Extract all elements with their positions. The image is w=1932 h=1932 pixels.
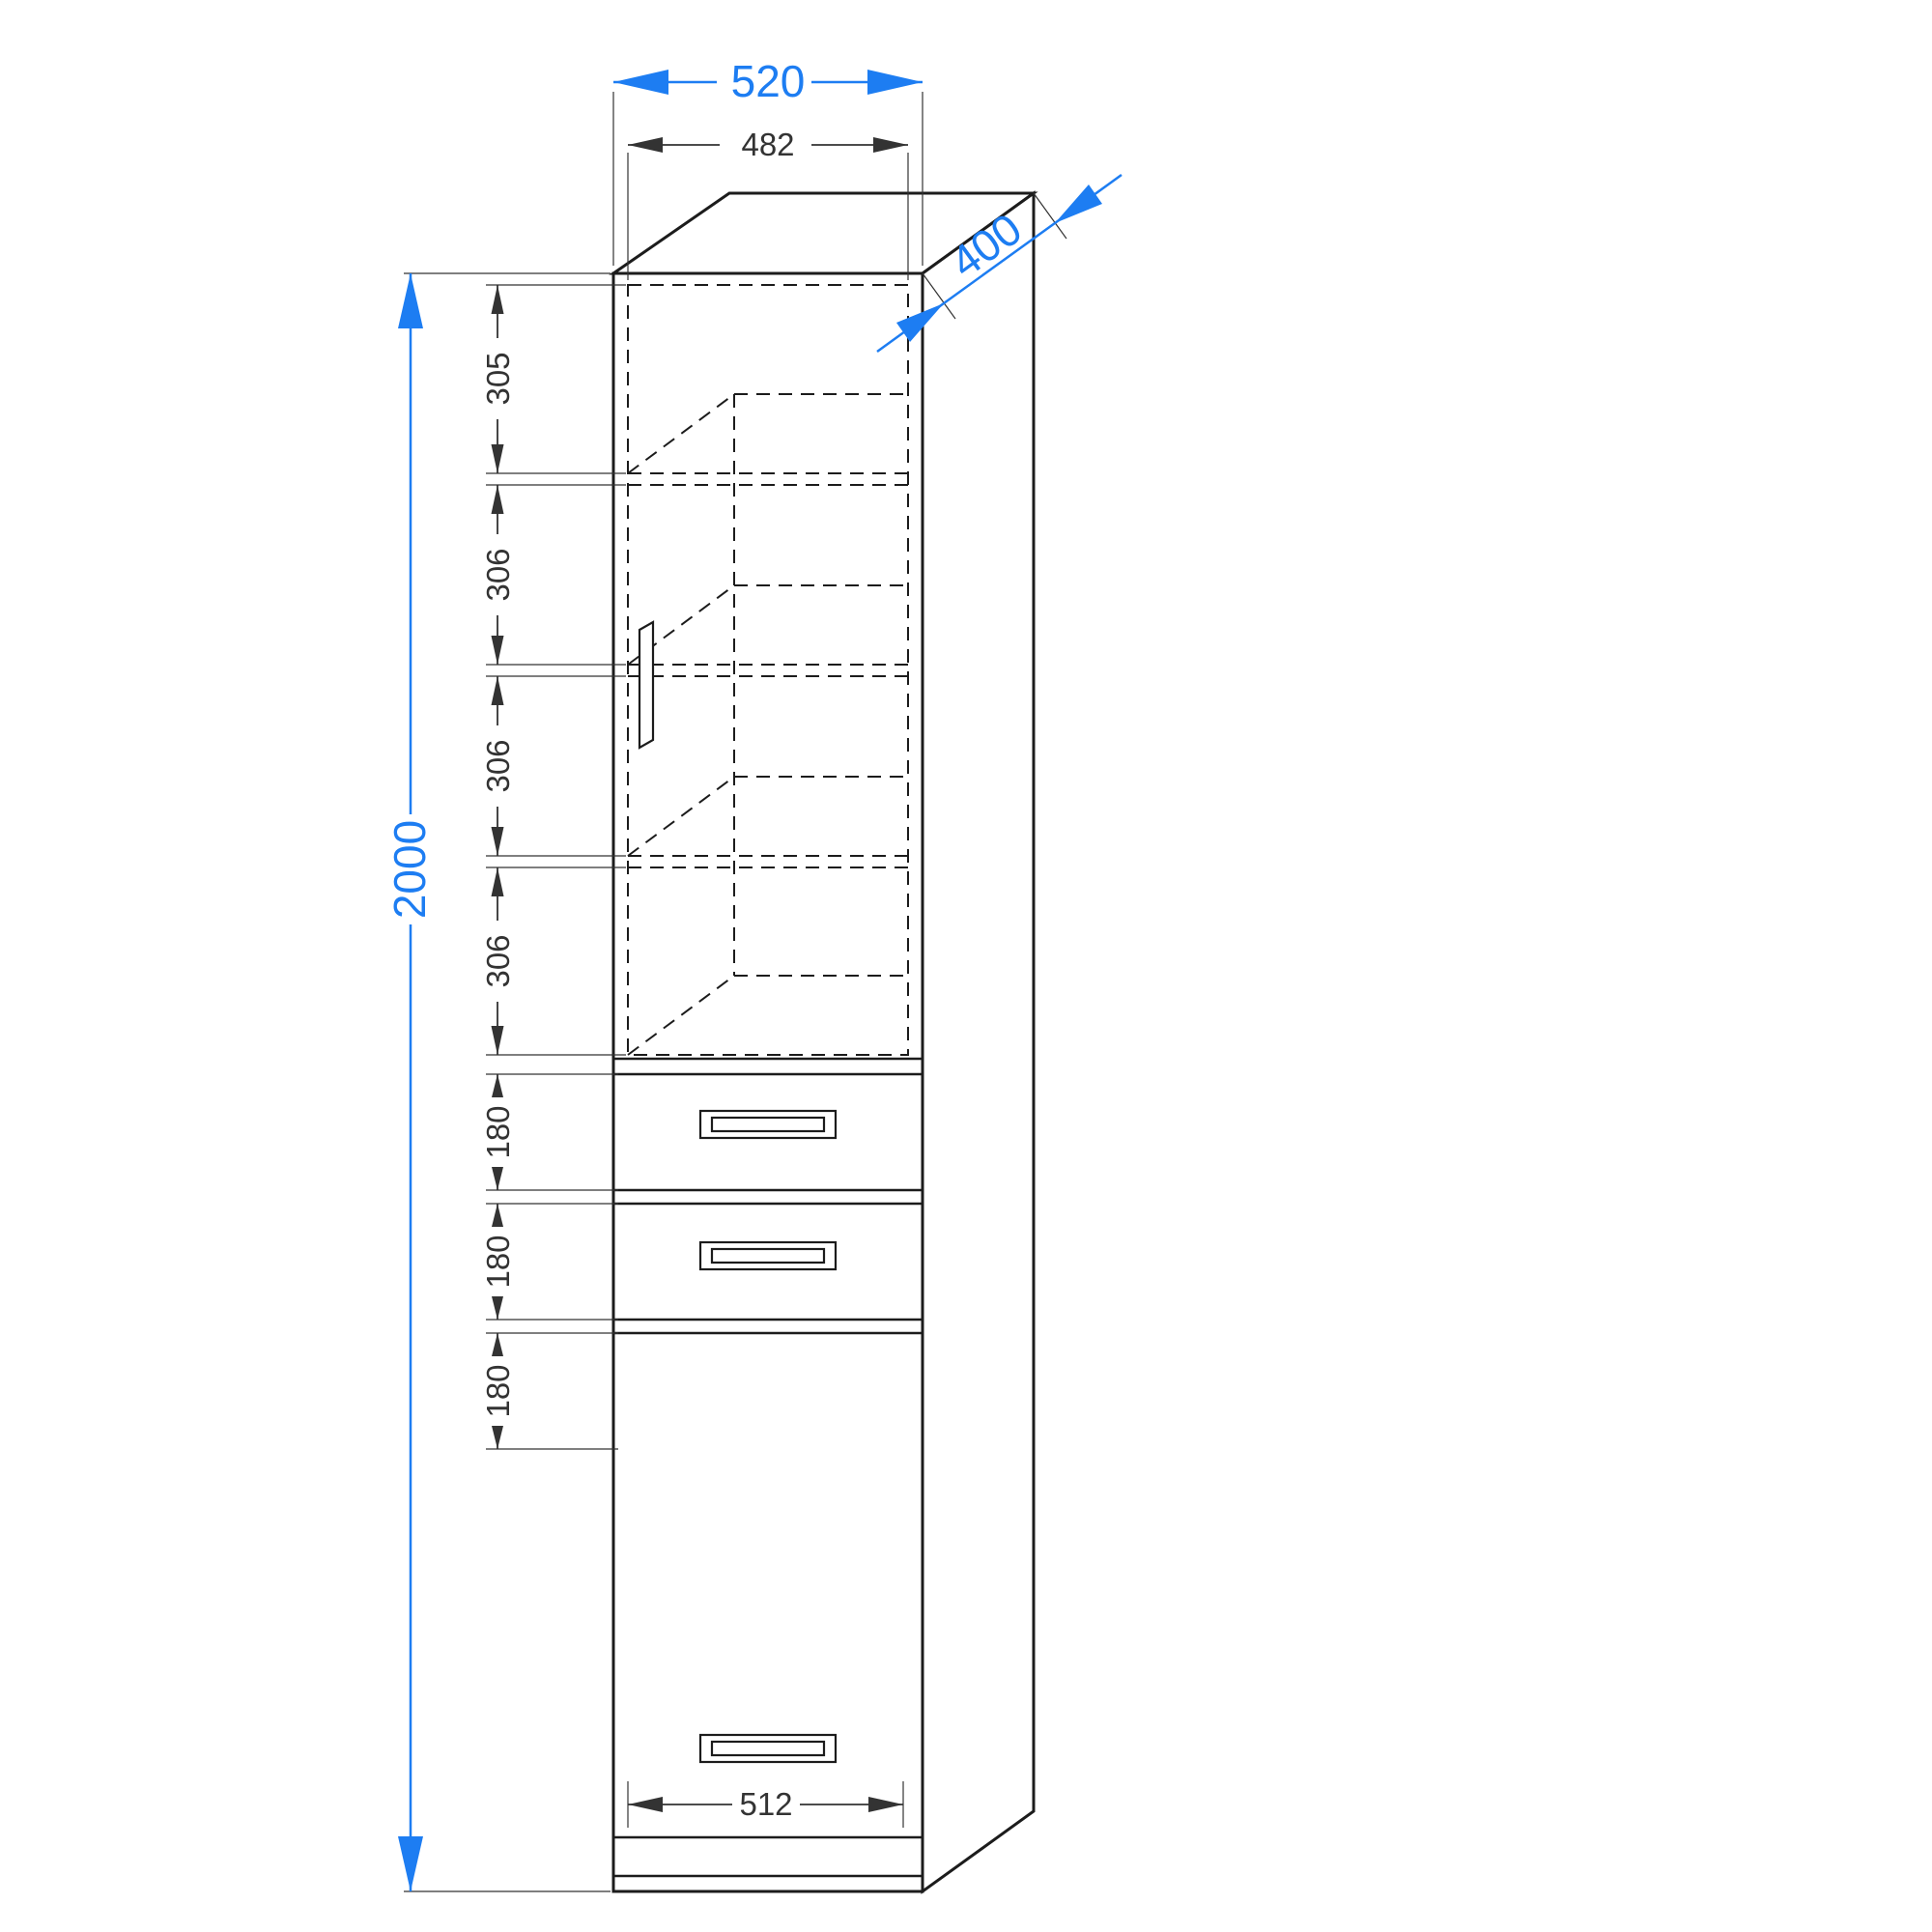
dim-arrow-down: [492, 1167, 503, 1190]
dim-line: [943, 221, 1056, 305]
dim-arrow-left: [613, 70, 668, 95]
dim-section-3: 306: [480, 676, 516, 856]
section-dim-extension-lines: [486, 284, 626, 1450]
dim-overall-height: 2000: [384, 272, 611, 1892]
dim-arrow-down: [492, 1426, 503, 1449]
dim-label-section-2: 306: [480, 548, 516, 601]
dim-ext-line: [922, 272, 956, 320]
dim-label-drawer-width: 512: [739, 1786, 792, 1822]
dim-arrow-left: [628, 137, 663, 153]
dim-label-overall-width: 520: [731, 56, 806, 106]
dim-label-drawer-2: 180: [480, 1235, 516, 1288]
dim-arrow-right: [868, 1797, 903, 1812]
dim-arrow-down: [491, 444, 504, 473]
dim-drawer-3: 180: [480, 1333, 516, 1449]
dim-arrow-right: [873, 137, 908, 153]
cabinet-front-face: [611, 271, 924, 1893]
dim-arrow-up: [491, 867, 504, 896]
drawer-handles: [698, 1109, 838, 1764]
dim-arrow-up: [492, 1204, 503, 1227]
dim-arrow-up: [491, 285, 504, 314]
dim-arrow-right: [867, 70, 923, 95]
dim-arrow-up: [491, 485, 504, 514]
dim-drawer-1: 180: [480, 1074, 516, 1190]
dim-drawer-width: 512: [627, 1781, 904, 1828]
hidden-interior-lines: [627, 284, 909, 1056]
dim-overall-width: 520: [612, 56, 923, 266]
dim-arrow-left: [628, 1797, 663, 1812]
dim-arrow-upper: [1055, 185, 1102, 223]
dim-drawer-2: 180: [480, 1204, 516, 1320]
dim-label-section-3: 306: [480, 739, 516, 792]
dim-opening-width: 482: [627, 127, 909, 280]
dim-arrow-up: [492, 1074, 503, 1097]
dim-section-2: 306: [480, 485, 516, 665]
dim-arrow-down: [491, 636, 504, 665]
dim-arrow-up: [492, 1333, 503, 1356]
dim-label-section-4: 306: [480, 934, 516, 987]
drawer-divider-lines: [613, 1057, 923, 1878]
dim-section-4: 306: [480, 867, 516, 1055]
dim-label-overall-height: 2000: [384, 820, 435, 919]
drawer-3-handle-inner: [710, 1740, 826, 1757]
dim-arrow-lower: [896, 303, 944, 342]
cabinet-right-side-panel: [921, 190, 1036, 1894]
dim-ext-line: [1033, 192, 1067, 240]
dim-arrow-up: [491, 676, 504, 705]
dim-label-drawer-1: 180: [480, 1105, 516, 1158]
drawer-2-handle-inner: [710, 1247, 826, 1264]
dim-arrow-down: [491, 827, 504, 856]
dim-arrow-down: [491, 1026, 504, 1055]
dim-arrow-down: [492, 1296, 503, 1320]
drawer-1-handle-inner: [710, 1116, 826, 1133]
door-opening-hidden-edge: [627, 284, 909, 1056]
dim-label-drawer-3: 180: [480, 1364, 516, 1417]
cabinet-body: [609, 190, 1038, 1894]
dim-section-1: 305: [480, 285, 516, 473]
dim-label-section-1: 305: [480, 352, 516, 405]
dim-arrow-bottom: [398, 1836, 423, 1891]
dim-arrow-top: [398, 273, 423, 328]
dim-label-opening-width: 482: [741, 127, 794, 162]
door-handle: [638, 620, 655, 750]
